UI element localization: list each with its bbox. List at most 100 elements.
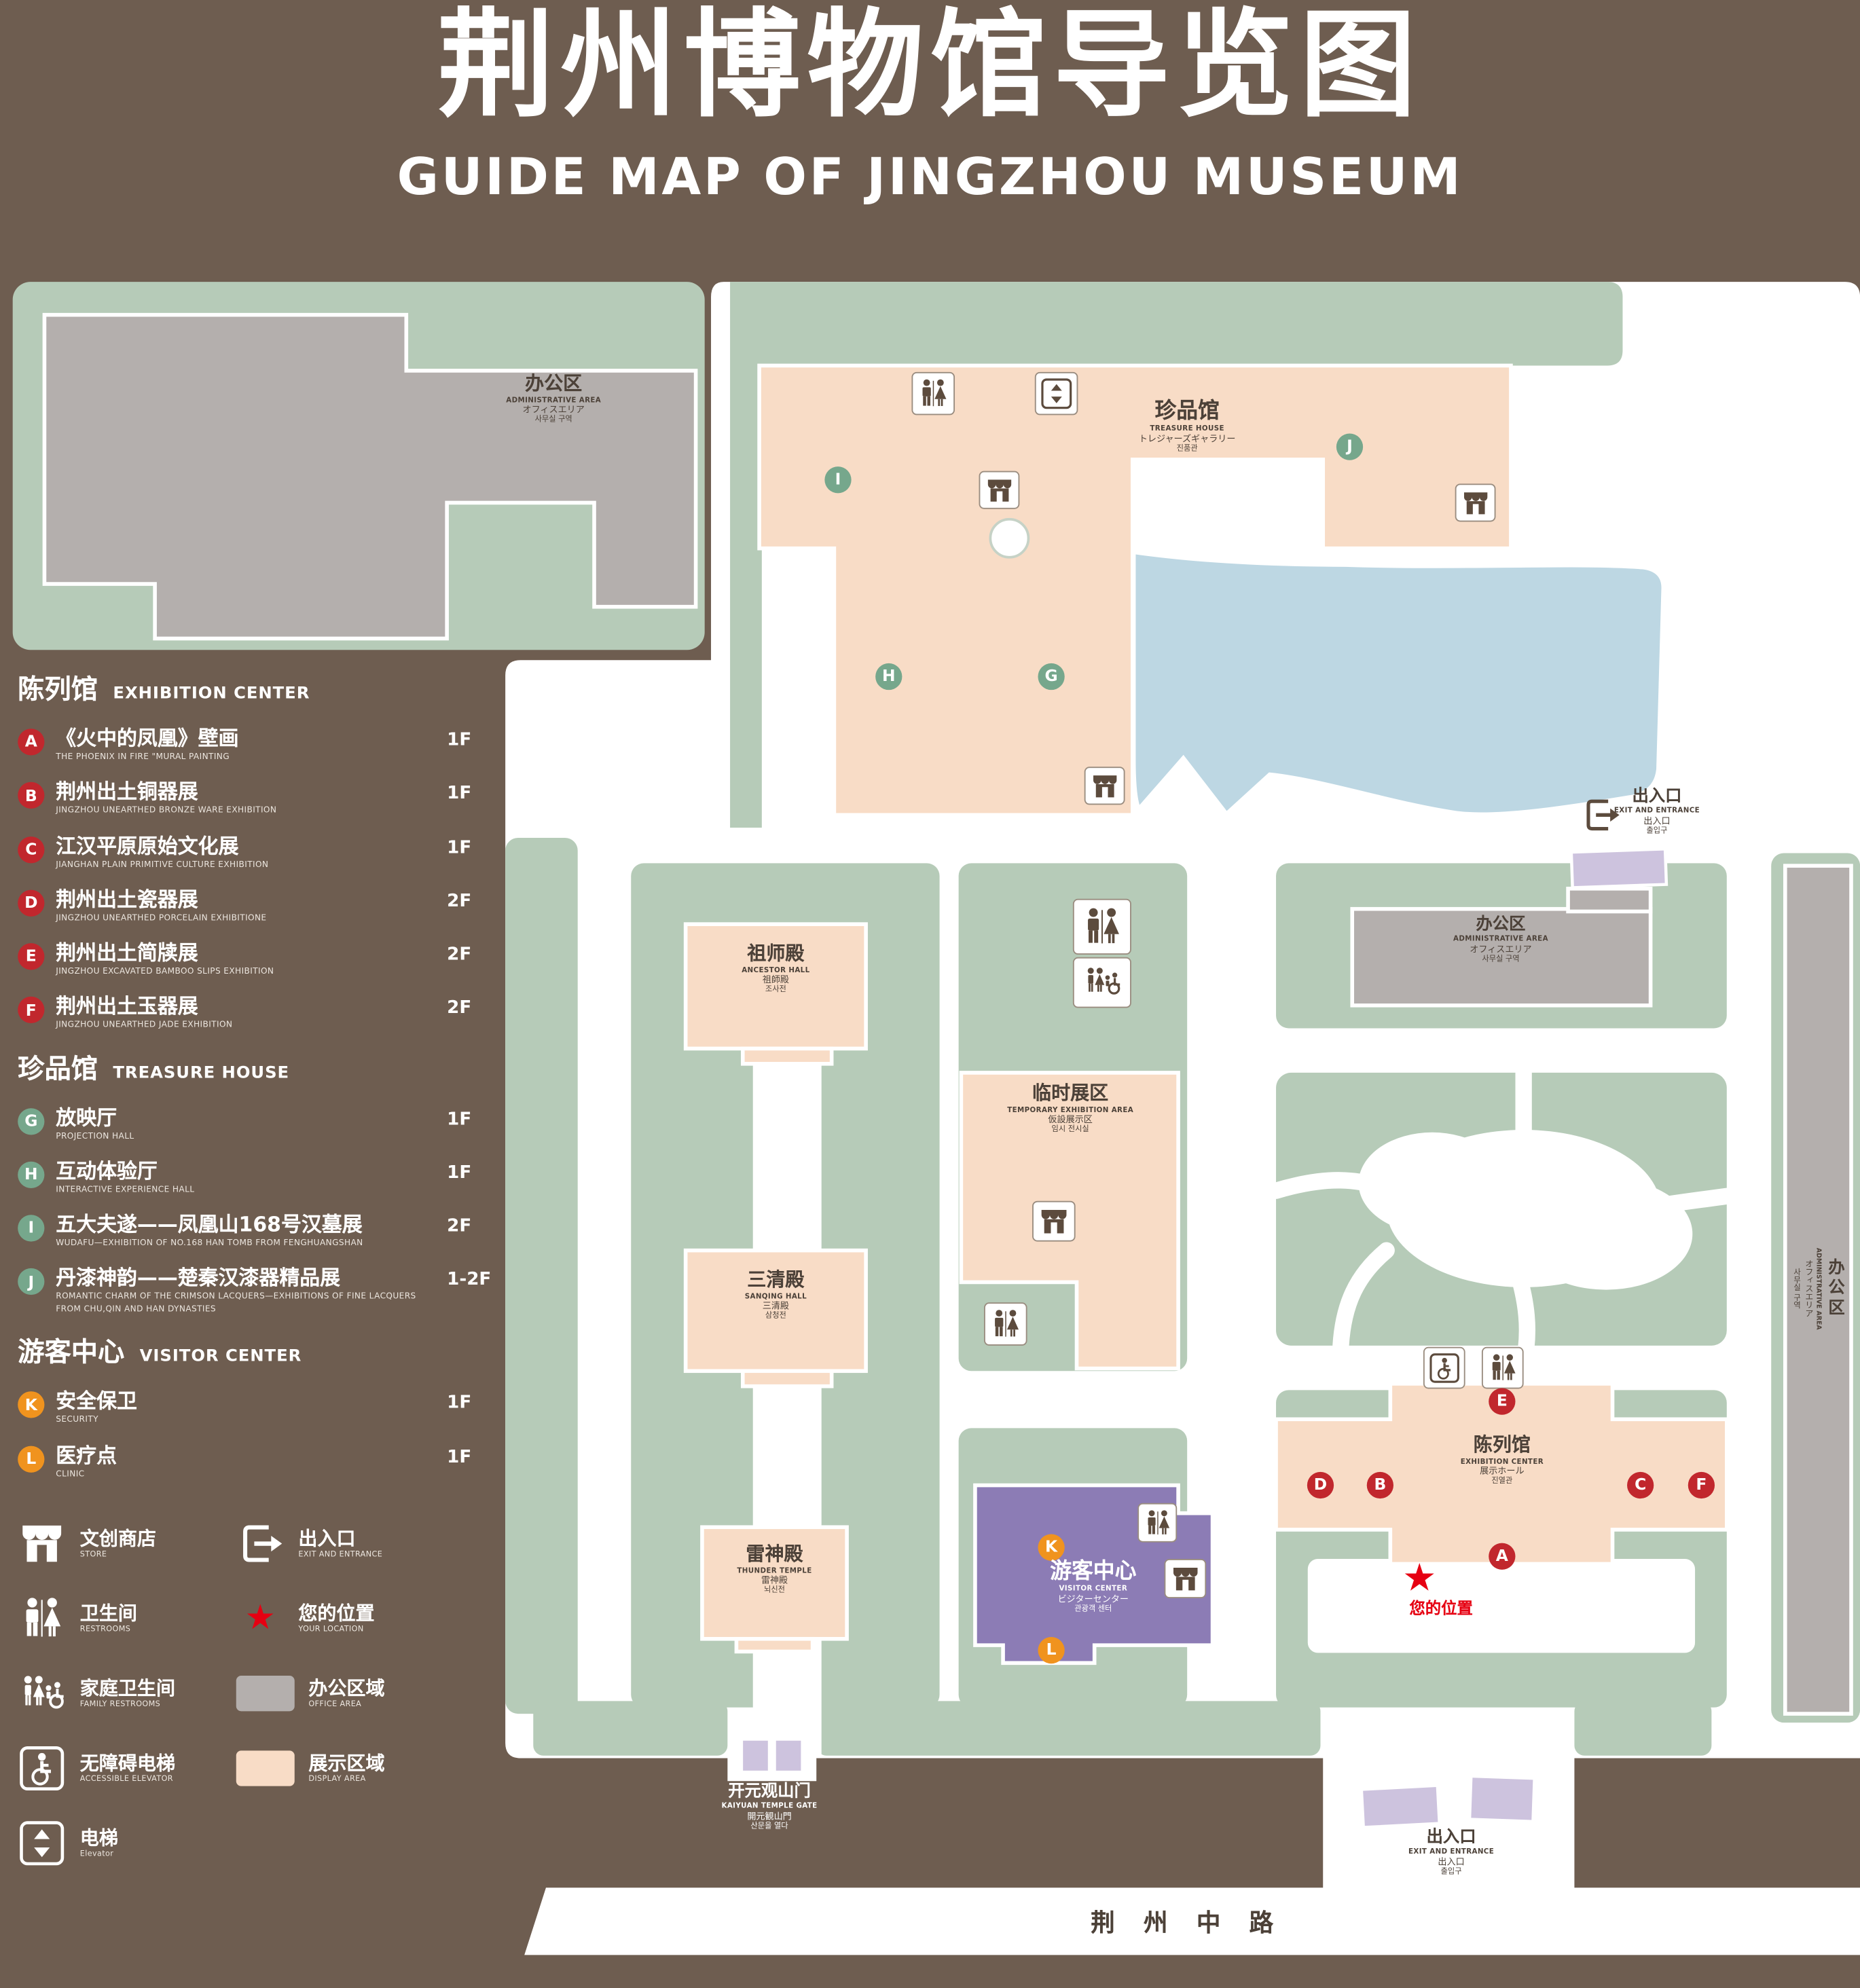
- lawn-south-3: [1574, 1701, 1712, 1756]
- symbol-en: STORE: [79, 1550, 107, 1560]
- thunder-temple-label: 雷神殿 THUNDER TEMPLE 雷神殿 뇌신전: [737, 1543, 812, 1596]
- exit-icon: [236, 1520, 285, 1568]
- building-thunder-temple-steps: [734, 1636, 815, 1654]
- gate-northeast: [1569, 847, 1668, 889]
- restroom-icon: [1137, 1503, 1178, 1543]
- section-title-en: TREASURE HOUSE: [113, 1063, 290, 1082]
- elevator-icon: [18, 1819, 66, 1867]
- label-zh: 出入口: [1632, 787, 1682, 807]
- item-zh: 安全保卫: [56, 1388, 137, 1414]
- family-restroom-icon: [18, 1669, 66, 1717]
- item-floor: 2F: [447, 998, 472, 1018]
- marker-c: C: [1627, 1471, 1654, 1499]
- marker-k: K: [1038, 1534, 1065, 1561]
- item-en: SECURITY: [56, 1414, 98, 1425]
- item-zh: 荆州出土瓷器展: [56, 887, 198, 911]
- label-ko: 진품관: [1176, 443, 1198, 454]
- label-ko: 출입구: [1440, 1867, 1462, 1877]
- label-en: VISITOR CENTER: [1059, 1585, 1128, 1594]
- label-en: THUNDER TEMPLE: [737, 1567, 812, 1575]
- label-en: EXIT AND ENTRANCE: [1613, 807, 1700, 815]
- building-ancestor-hall-steps: [740, 1046, 834, 1066]
- page-title: 荆州博物馆导览图: [437, 0, 1423, 134]
- page-subtitle: GUIDE MAP OF JINGZHOU MUSEUM: [397, 148, 1463, 207]
- symbol-en: EXIT AND ENTRANCE: [298, 1550, 383, 1560]
- symbol-en: YOUR LOCATION: [298, 1625, 364, 1634]
- label-ko: 임시 전시실: [1051, 1125, 1089, 1135]
- exit-northeast-label: 出入口 EXIT AND ENTRANCE 出入口 출입구: [1614, 787, 1700, 835]
- elevator-icon: [1034, 371, 1078, 416]
- marker-badge: K: [18, 1391, 45, 1418]
- label-ko: 사무실 구역: [1791, 1268, 1801, 1309]
- marker-badge: C: [18, 836, 45, 863]
- label-en: EXHIBITION CENTER: [1460, 1458, 1544, 1466]
- treasure-house-label: 珍品馆 TREASURE HOUSE トレジャーズギャラリー 진품관: [1139, 399, 1236, 453]
- item-floor: 1-2F: [447, 1270, 492, 1291]
- building-treasure-house: [757, 363, 1513, 817]
- accessible-elevator-icon: [1423, 1346, 1465, 1389]
- label-zh: 游客中心: [1050, 1558, 1137, 1585]
- section-title-en: EXHIBITION CENTER: [113, 684, 310, 703]
- label-en: TREASURE HOUSE: [1150, 425, 1224, 433]
- building-admin-middle-annex: [1566, 886, 1653, 914]
- marker-badge: A: [18, 729, 45, 756]
- restroom-icon: [1481, 1346, 1524, 1389]
- lawn-west-column: [505, 838, 578, 1714]
- label-ko: 출입구: [1646, 826, 1668, 836]
- symbol-zh: 展示区域: [308, 1752, 385, 1775]
- restroom-glyph: [917, 377, 950, 410]
- label-ja: ビジターセンター: [1057, 1594, 1129, 1604]
- admin-east-label: 办公区 ADMINISTRATIVE AREA オフィスエリア 사무실 구역: [1787, 882, 1850, 1695]
- label-zh: 出入口: [1426, 1828, 1476, 1847]
- garden-pond-plaza-2: [1358, 1132, 1506, 1234]
- marker-d: D: [1307, 1471, 1334, 1499]
- marker-badge: G: [18, 1107, 45, 1135]
- marker-badge: J: [18, 1268, 45, 1295]
- item-en: INTERACTIVE EXPERIENCE HALL: [56, 1183, 195, 1194]
- item-floor: 1F: [447, 1393, 472, 1414]
- item-en: THE PHOENIX IN FIRE "MURAL PAINTING: [56, 751, 230, 762]
- visitor-center-label: 游客中心 VISITOR CENTER ビジターセンター 관광객 센터: [1050, 1559, 1136, 1613]
- symbol-en: Elevator: [79, 1849, 114, 1859]
- garden-walk-3: [1512, 1276, 1535, 1357]
- marker-badge: B: [18, 782, 45, 809]
- lawn-south-2: [816, 1701, 1321, 1756]
- display-area-swatch: [236, 1750, 295, 1786]
- marker-a: A: [1489, 1543, 1516, 1570]
- item-zh: 荆州出土玉器展: [56, 994, 198, 1018]
- marker-l: L: [1038, 1636, 1065, 1664]
- garden-walk-2: [1648, 1188, 1738, 1215]
- round-plaza: [989, 517, 1030, 559]
- item-floor: 1F: [447, 730, 472, 750]
- legend-section-exhibition-center: 陈列馆 EXHIBITION CENTER: [18, 669, 498, 707]
- marker-g: G: [1038, 663, 1065, 691]
- store-glyph: [18, 1520, 66, 1568]
- symbol-en: ACCESSIBLE ELEVATOR: [79, 1775, 173, 1784]
- lake: [1131, 550, 1666, 817]
- symbol-zh: 出入口: [298, 1527, 356, 1551]
- office-area-swatch: [236, 1675, 295, 1711]
- temporary-exhibition-label: 临时展区 TEMPORARY EXHIBITION AREA 仮設展示区 임시 …: [1007, 1082, 1133, 1135]
- family-restroom-glyph: [18, 1669, 66, 1717]
- exit-south-label: 出入口 EXIT AND ENTRANCE 出入口 출입구: [1408, 1828, 1494, 1876]
- label-ja: 開元観山門: [747, 1811, 792, 1822]
- label-en: EXIT AND ENTRANCE: [1408, 1848, 1495, 1857]
- marker-h: H: [875, 663, 902, 691]
- label-ko: 진열관: [1491, 1477, 1513, 1486]
- your-location-label: 您的位置: [1409, 1598, 1473, 1619]
- label-ja: 祖師殿: [762, 975, 790, 986]
- admin-middle-label: 办公区 ADMINISTRATIVE AREA オフィスエリア 사무실 구역: [1453, 915, 1548, 963]
- label-ja: 出入口: [1438, 1857, 1465, 1867]
- marker-b: B: [1366, 1471, 1393, 1499]
- restroom-icon: [911, 371, 955, 416]
- symbol-zh: 文创商店: [79, 1527, 157, 1551]
- restroom-icon: [1072, 898, 1131, 955]
